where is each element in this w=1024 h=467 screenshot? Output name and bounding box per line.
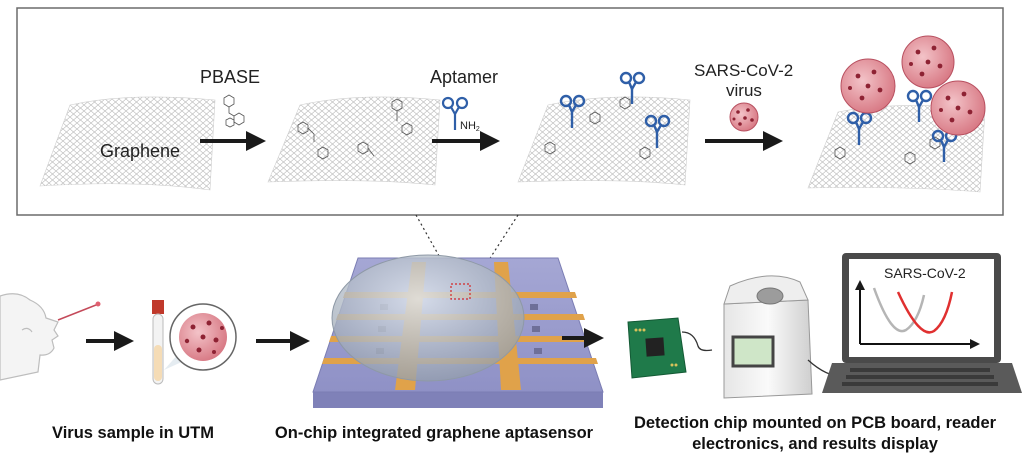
virus-label-line1: SARS-CoV-2 [694, 61, 793, 80]
reader-device-icon [723, 275, 851, 399]
sample-tube-icon [152, 300, 186, 385]
graphene-aptasensor-chip [312, 254, 604, 408]
caption-sample: Virus sample in UTM [52, 424, 214, 442]
caption-chip: On-chip integrated graphene aptasensor [275, 424, 594, 442]
virus-label-line2: virus [726, 81, 762, 100]
zoom-region-marker [450, 283, 471, 300]
zoom-line-left [415, 214, 457, 287]
curve-after [896, 291, 954, 334]
patient-head-icon [0, 293, 59, 381]
nh2-label: NH2 [460, 120, 480, 133]
graphene-sheet-4 [807, 35, 986, 193]
nasal-swab-icon [57, 301, 101, 321]
screen-title: SARS-CoV-2 [884, 265, 966, 281]
graphene-sheet-2 [267, 96, 441, 186]
graphene-sheet-3 [517, 71, 691, 186]
caption-readout-line1: Detection chip mounted on PCB board, rea… [634, 414, 997, 432]
virus-icon-small [729, 102, 759, 132]
sample-droplet [331, 254, 525, 382]
pbase-label: PBASE [200, 67, 260, 87]
aptamer-icon [441, 96, 469, 130]
graphene-label: Graphene [100, 141, 180, 161]
caption-readout-line2: electronics, and results display [692, 435, 939, 453]
virus-magnified-icon [169, 303, 237, 371]
aptamer-label: Aptamer [430, 67, 498, 87]
results-plot [855, 280, 980, 349]
pcb-board-icon [627, 317, 713, 379]
curve-before [872, 287, 926, 333]
graphene-sheet-1 [39, 96, 216, 191]
pbase-molecule-icon [223, 94, 245, 128]
